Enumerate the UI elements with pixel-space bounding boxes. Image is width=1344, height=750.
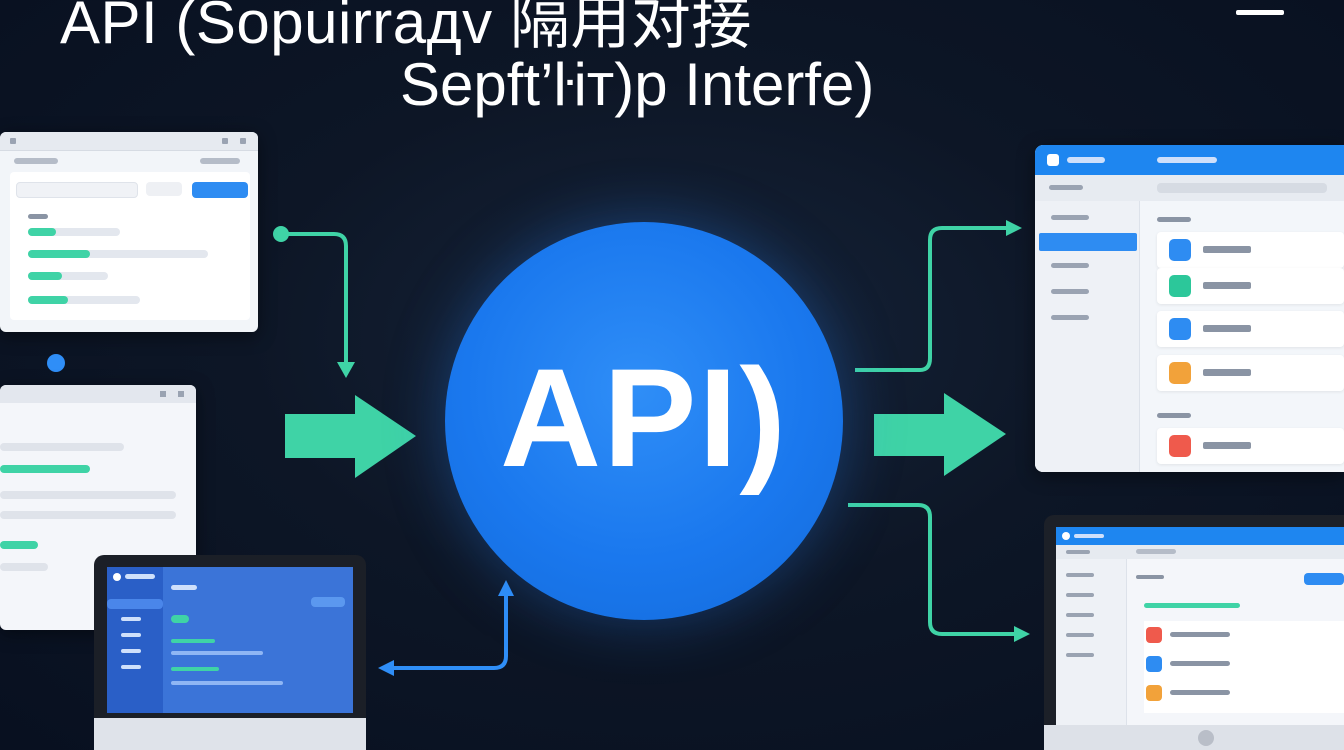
client-window-top bbox=[0, 132, 258, 332]
folder-icon bbox=[1146, 685, 1162, 701]
window-titlebar bbox=[0, 385, 196, 403]
document-icon bbox=[1169, 239, 1191, 261]
connector-topright bbox=[855, 220, 1022, 372]
list-item[interactable] bbox=[1157, 428, 1344, 464]
window-sidebar bbox=[1035, 201, 1140, 472]
laptop-screen bbox=[107, 567, 353, 713]
rocket-icon bbox=[1169, 275, 1191, 297]
folder-icon bbox=[1169, 362, 1191, 384]
alert-icon bbox=[1146, 627, 1162, 643]
api-circle: API) bbox=[445, 222, 843, 620]
window-toolbar bbox=[1056, 545, 1344, 559]
list-item[interactable] bbox=[1157, 311, 1344, 347]
node-dot bbox=[47, 354, 65, 372]
window-titlebar bbox=[0, 132, 258, 151]
monitor-base bbox=[1044, 725, 1344, 750]
list-item[interactable] bbox=[1157, 268, 1344, 304]
connector-bottom bbox=[378, 580, 514, 676]
calendar-icon bbox=[1169, 318, 1191, 340]
connector-topleft bbox=[273, 226, 355, 378]
sidebar-item-active[interactable] bbox=[1039, 233, 1137, 251]
action-button[interactable] bbox=[1304, 573, 1344, 585]
connector-bottomright bbox=[848, 503, 1030, 642]
page-subtitle: Sepft’ŀiт)p Interfe) bbox=[400, 51, 875, 118]
page-title: API (Sopuirrадv 隔用对接 bbox=[60, 0, 752, 56]
list-item[interactable] bbox=[1157, 232, 1344, 268]
window-header bbox=[1056, 527, 1344, 545]
laptop-sidebar bbox=[107, 567, 163, 713]
document-icon bbox=[1146, 656, 1162, 672]
arrow-right-icon bbox=[874, 393, 1006, 476]
monitor-screen bbox=[1056, 527, 1344, 725]
window-header bbox=[1035, 145, 1344, 175]
action-button[interactable] bbox=[192, 182, 248, 198]
laptop-base bbox=[94, 718, 366, 750]
alert-icon bbox=[1169, 435, 1191, 457]
window-content bbox=[10, 172, 250, 320]
monitor-button bbox=[1198, 730, 1214, 746]
arrow-right-icon bbox=[285, 395, 416, 478]
window-toolbar bbox=[1035, 175, 1344, 201]
api-label: API) bbox=[500, 339, 788, 496]
list-item[interactable] bbox=[1157, 355, 1344, 391]
menu-icon[interactable] bbox=[1236, 10, 1284, 20]
service-window bbox=[1035, 145, 1344, 472]
monitor-sidebar bbox=[1056, 559, 1127, 725]
